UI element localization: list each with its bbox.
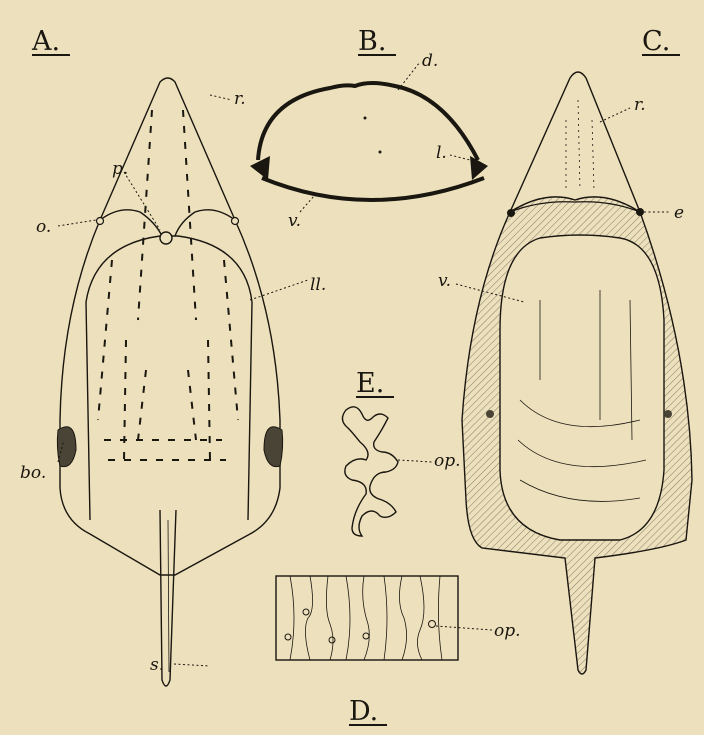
panel-b-figure xyxy=(250,83,488,200)
label-lateral: l. xyxy=(436,143,447,163)
label-rostrum-a: r. xyxy=(234,89,246,109)
label-lateral-line: ll. xyxy=(310,275,326,295)
panel-d-figure xyxy=(276,576,458,660)
label-opening-e: op. xyxy=(434,451,461,471)
panel-e-figure xyxy=(342,407,398,536)
label-ventral-c: v. xyxy=(438,271,451,291)
label-branchial-opening: bo. xyxy=(20,463,46,483)
panel-c-heading: C. xyxy=(642,26,670,57)
label-rostrum-c: r. xyxy=(634,95,646,115)
label-opening-d: op. xyxy=(494,621,521,641)
label-eye: e xyxy=(674,203,684,223)
label-ventral-b: v. xyxy=(288,211,301,231)
panel-a-heading: A. xyxy=(31,26,60,57)
panel-c-figure xyxy=(462,72,692,674)
label-spine: s. xyxy=(150,655,164,675)
label-pineal: p. xyxy=(112,159,128,179)
label-orbit: o. xyxy=(36,217,51,237)
panel-e-heading: E. xyxy=(356,368,384,399)
label-dorsal: d. xyxy=(422,51,438,71)
panel-d-heading: D. xyxy=(349,696,378,727)
panel-b-heading: B. xyxy=(358,26,386,57)
panel-a-figure xyxy=(57,78,282,686)
